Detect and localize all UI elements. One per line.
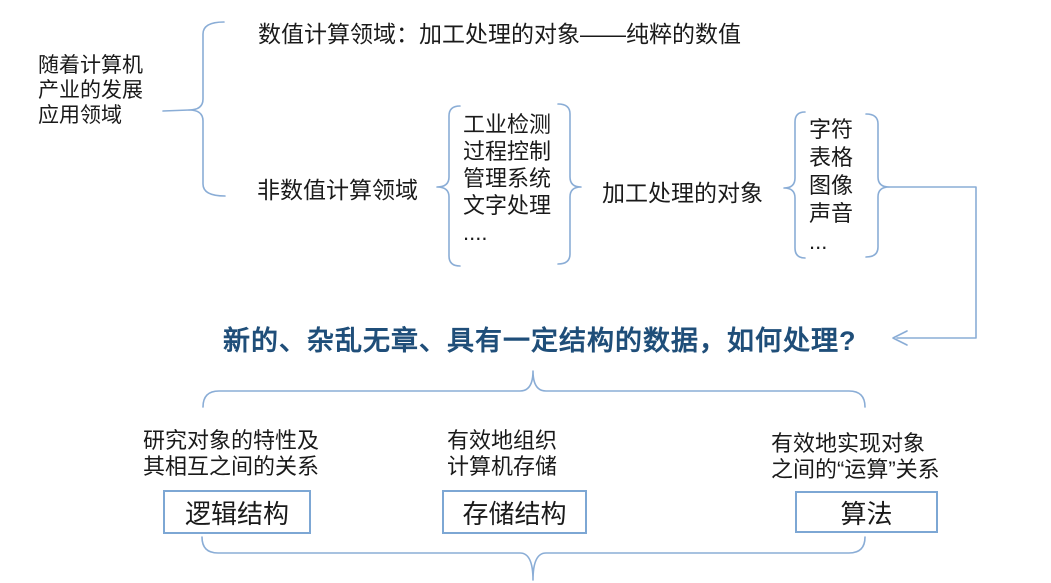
processing-object-label: 加工处理的对象 [602, 180, 763, 206]
root-label: 随着计算机 产业的发展 应用领域 [38, 54, 143, 127]
kind-list-close-brace [865, 113, 890, 258]
field-list-close-brace [557, 103, 582, 265]
aspect-1-description: 研究对象的特性及 其相互之间的关系 [143, 428, 320, 479]
term-box-logical-structure: 逻辑结构 [163, 490, 311, 534]
object-kind-list: 字符 表格 图像 声音 ... [809, 117, 854, 254]
root-connector-line [162, 109, 190, 112]
flow-arrow-head [892, 330, 908, 346]
non-numeric-domain-label: 非数值计算领域 [257, 177, 418, 203]
aspect-2-description: 有效地组织 计算机存储 [447, 428, 558, 479]
field-list-open-brace [436, 105, 461, 267]
question-headline: 新的、杂乱无章、具有一定结构的数据，如何处理? [223, 326, 857, 356]
term-box-storage-structure: 存储结构 [442, 490, 587, 534]
term-label-algorithm: 算法 [840, 498, 893, 529]
aspects-top-brace [202, 370, 866, 408]
application-field-list: 工业检测 过程控制 管理系统 文字处理 .... [463, 112, 552, 245]
term-box-algorithm: 算法 [795, 491, 938, 533]
numeric-domain-text: 数值计算领域：加工处理的对象——纯粹的数值 [258, 21, 741, 47]
kind-list-open-brace [783, 111, 806, 259]
flow-arrow-line [888, 186, 977, 339]
root-brace [188, 21, 226, 197]
term-label-storage-structure: 存储结构 [462, 498, 567, 529]
aspects-bottom-brace [201, 536, 866, 581]
aspect-3-description: 有效地实现对象 之间的“运算”关系 [771, 431, 940, 482]
term-label-logical-structure: 逻辑结构 [184, 498, 289, 529]
